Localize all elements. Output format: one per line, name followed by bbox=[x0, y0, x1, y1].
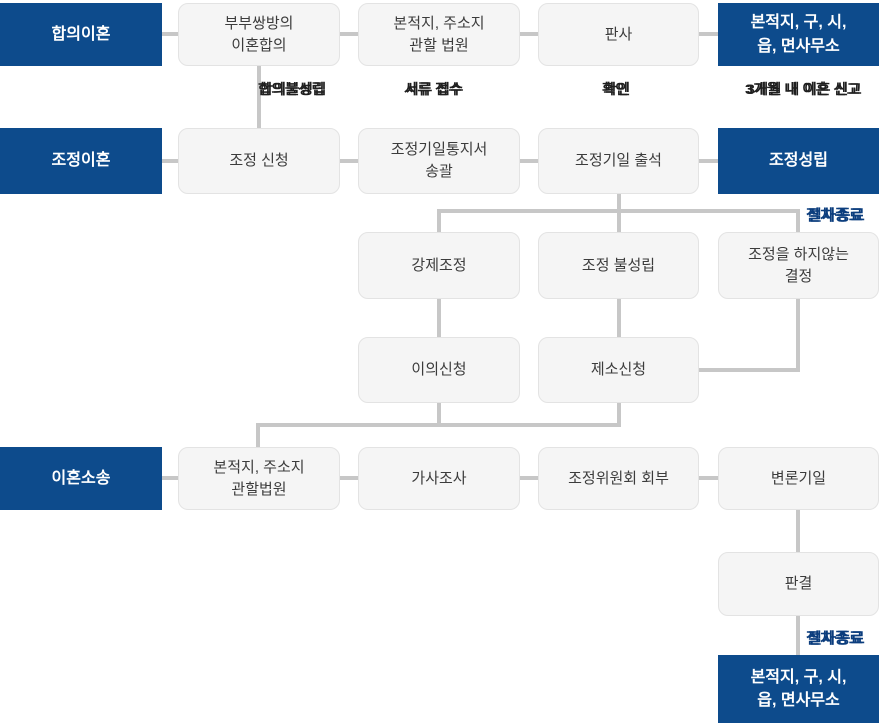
connector-line bbox=[519, 32, 539, 36]
node-mutual-agreement-label: 부부쌍방의 이혼합의 bbox=[224, 14, 294, 54]
node-mediation-committee-referral: 조정위원회 회부 bbox=[538, 447, 699, 510]
connector-line bbox=[161, 476, 179, 480]
node-trial-date: 변론기일 bbox=[718, 447, 879, 510]
node-registry-office-row1: 본적지, 구, 시, 읍, 면사무소 bbox=[718, 3, 879, 66]
connector-line bbox=[339, 476, 359, 480]
connector-line bbox=[796, 616, 800, 655]
node-mediation-request-label: 조정 신청 bbox=[229, 152, 289, 170]
connector-line bbox=[519, 476, 539, 480]
node-mediation-notice-label: 조정기일통지서 송괄 bbox=[390, 141, 488, 180]
lane-divorce-litigation: 이혼소송 bbox=[0, 447, 162, 510]
node-family-investigation-label: 가사조사 bbox=[411, 469, 467, 487]
node-forced-mediation: 강제조정 bbox=[358, 232, 520, 299]
node-lawsuit-filing-label: 제소신청 bbox=[590, 361, 647, 379]
connector-line bbox=[617, 194, 621, 232]
node-competent-court-row5: 본적지, 주소지 관할법원 bbox=[178, 447, 340, 510]
node-no-mediation-decision-label: 조정을 하지않는 결정 bbox=[748, 245, 849, 285]
node-mediation-request: 조정 신청 bbox=[178, 128, 340, 194]
node-judge: 판사 bbox=[538, 3, 699, 66]
connector-line bbox=[339, 159, 359, 163]
connector-line bbox=[796, 510, 800, 552]
lane-mediation-divorce-label: 조정이혼 bbox=[51, 152, 111, 170]
edge-label-procedure-end-top: 절차종료 bbox=[806, 207, 864, 224]
connector-line bbox=[698, 476, 719, 480]
edge-label-report-within-3-months: 3개월 내 이혼 신고 bbox=[745, 81, 861, 97]
node-family-investigation: 가사조사 bbox=[358, 447, 520, 510]
edge-label-agreement-failure: 합의불성립 bbox=[258, 81, 325, 97]
edge-label-document-submission: 서류 접수 bbox=[404, 81, 462, 97]
node-trial-date-label: 변론기일 bbox=[770, 469, 827, 487]
node-judge-label: 판사 bbox=[604, 25, 633, 43]
connector-line bbox=[437, 403, 441, 427]
node-judgment: 판결 bbox=[718, 552, 879, 616]
node-objection-request: 이의신청 bbox=[358, 337, 520, 403]
node-registry-office-bottom: 본적지, 구, 시, 읍, 면사무소 bbox=[718, 655, 879, 723]
node-mutual-agreement: 부부쌍방의 이혼합의 bbox=[178, 3, 340, 66]
connector-line bbox=[161, 32, 179, 36]
connector-line bbox=[519, 159, 539, 163]
node-mediation-established: 조정성립 bbox=[718, 128, 879, 194]
node-competent-court-row5-label: 본적지, 주소지 관할법원 bbox=[213, 458, 305, 498]
node-mediation-failure: 조정 불성립 bbox=[538, 232, 699, 299]
connector-line bbox=[437, 299, 441, 337]
node-competent-court-row1-label: 본적지, 주소지 관할 법원 bbox=[393, 14, 485, 54]
node-mediation-notice: 조정기일통지서 송괄 bbox=[358, 128, 520, 194]
node-no-mediation-decision: 조정을 하지않는 결정 bbox=[718, 232, 879, 299]
lane-divorce-litigation-label: 이혼소송 bbox=[51, 469, 111, 487]
connector-line bbox=[339, 32, 359, 36]
lane-consent-divorce-label: 합의이혼 bbox=[51, 25, 111, 43]
connector-line bbox=[161, 159, 179, 163]
connector-line bbox=[437, 209, 441, 232]
connector-line bbox=[257, 66, 261, 128]
connector-line bbox=[796, 299, 800, 372]
lane-mediation-divorce: 조정이혼 bbox=[0, 128, 162, 194]
node-registry-office-bottom-label: 본적지, 구, 시, 읍, 면사무소 bbox=[750, 668, 847, 709]
connector-line bbox=[699, 368, 800, 372]
connector-line bbox=[796, 209, 800, 232]
connector-line bbox=[698, 32, 719, 36]
connector-line bbox=[617, 299, 621, 337]
node-competent-court-row1: 본적지, 주소지 관할 법원 bbox=[358, 3, 520, 66]
connector-line bbox=[256, 423, 621, 427]
edge-label-procedure-end-bottom: 절차종료 bbox=[806, 630, 864, 647]
lane-consent-divorce: 합의이혼 bbox=[0, 3, 162, 66]
connector-line bbox=[437, 209, 800, 213]
node-mediation-failure-label: 조정 불성립 bbox=[581, 256, 656, 274]
node-mediation-established-label: 조정성립 bbox=[769, 152, 828, 170]
node-mediation-committee-referral-label: 조정위원회 회부 bbox=[568, 469, 669, 487]
node-registry-office-row1-label: 본적지, 구, 시, 읍, 면사무소 bbox=[750, 14, 847, 55]
node-mediation-attendance: 조정기일 출석 bbox=[538, 128, 699, 194]
node-lawsuit-filing: 제소신청 bbox=[538, 337, 699, 403]
node-objection-request-label: 이의신청 bbox=[411, 361, 467, 379]
node-mediation-attendance-label: 조정기일 출석 bbox=[575, 152, 662, 170]
edge-label-confirmation: 확인 bbox=[602, 81, 629, 97]
node-forced-mediation-label: 강제조정 bbox=[411, 256, 467, 274]
node-judgment-label: 판결 bbox=[784, 575, 813, 593]
connector-line bbox=[256, 423, 260, 447]
connector-line bbox=[698, 159, 719, 163]
connector-line bbox=[617, 403, 621, 427]
